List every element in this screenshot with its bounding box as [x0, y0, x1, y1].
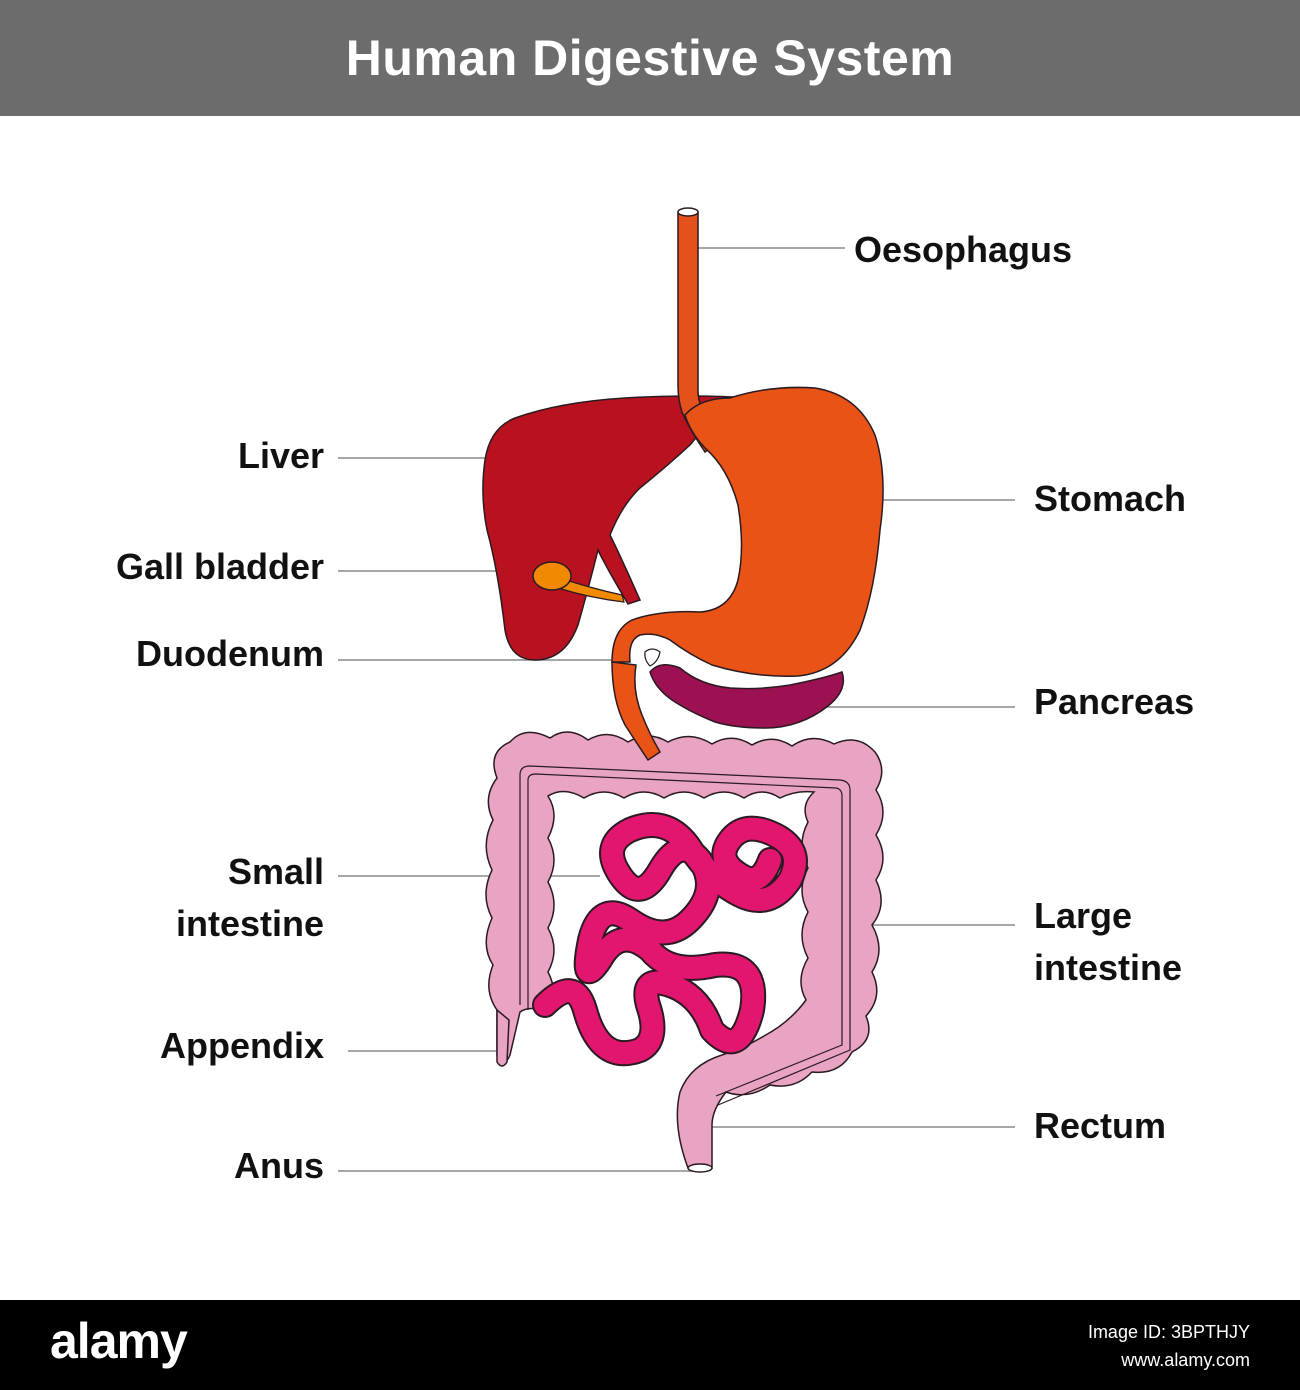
label-small-intestine-line2: intestine [175, 903, 324, 944]
label-liver: Liver [237, 435, 324, 476]
label-duodenum: Duodenum [136, 633, 324, 674]
large-intestine [485, 731, 884, 1169]
gall-bladder [532, 561, 572, 591]
site-url: www.alamy.com [1121, 1350, 1250, 1370]
duodenum [611, 661, 662, 762]
label-stomach: Stomach [1034, 478, 1187, 519]
label-pancreas: Pancreas [1034, 681, 1195, 722]
small-intestine [532, 812, 808, 1067]
label-large-intestine-line1: Large [1034, 895, 1133, 936]
label-anus: Anus [234, 1145, 324, 1186]
label-appendix: Appendix [159, 1025, 324, 1066]
liver [482, 395, 757, 661]
brand-logo: alamy [50, 1313, 188, 1369]
label-small-intestine-line1: Small [227, 851, 324, 892]
label-oesophagus: Oesophagus [854, 229, 1073, 270]
pancreas [649, 664, 845, 729]
oesophagus-top [677, 207, 699, 217]
appendix [496, 1008, 510, 1067]
watermark-footer: alamy Image ID: 3BPTHJY www.alamy.com [0, 1300, 1300, 1390]
title-bar: Human Digestive System [0, 0, 1300, 116]
label-large-intestine-line2: intestine [1034, 947, 1183, 988]
digestive-system-diagram [338, 207, 1015, 1173]
pylorus-gap [644, 648, 661, 667]
page-title: Human Digestive System [345, 30, 955, 86]
anus-opening [687, 1163, 713, 1173]
image-meta: Image ID: 3BPTHJY www.alamy.com [1088, 1318, 1250, 1374]
bile-duct [557, 577, 625, 603]
label-rectum: Rectum [1034, 1105, 1167, 1146]
image-id: Image ID: 3BPTHJY [1087, 1322, 1250, 1342]
label-gall-bladder: Gall bladder [115, 546, 324, 587]
leader-lines [338, 247, 1015, 1172]
stomach [611, 386, 884, 677]
